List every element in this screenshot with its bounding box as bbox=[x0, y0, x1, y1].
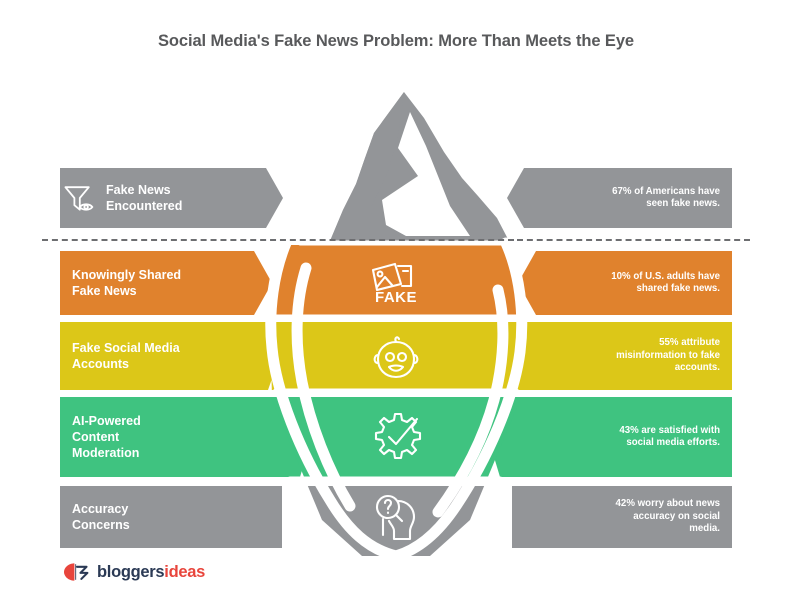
plate-left-row-4 bbox=[60, 486, 282, 548]
row-stat-text: 67% of Americans have seen fake news. bbox=[612, 185, 720, 209]
right-plates bbox=[488, 168, 732, 548]
iceberg-outline bbox=[265, 237, 528, 562]
iceberg-tip bbox=[330, 92, 509, 241]
row-label-knowingly-shared-fake-news: Knowingly Shared Fake News bbox=[60, 251, 260, 315]
row-label-text: Knowingly Shared Fake News bbox=[72, 268, 182, 298]
row-stat-text: 42% worry about news accuracy on social … bbox=[615, 498, 720, 535]
row-stat-knowingly-shared-fake-news: 10% of U.S. adults have shared fake news… bbox=[536, 251, 720, 315]
bot-head-icon bbox=[373, 336, 419, 379]
row-label-fake-news-encountered: Fake News Encountered bbox=[60, 168, 278, 228]
bloggersideas-wordmark: bloggersideas bbox=[97, 563, 205, 582]
iceberg-tip-left-face bbox=[330, 92, 404, 241]
funnel-eye-icon bbox=[64, 186, 94, 211]
band-row-2 bbox=[270, 322, 522, 390]
left-plates bbox=[60, 168, 312, 548]
row-stat-fake-social-media-accounts: 55% attribute misinformation to fake acc… bbox=[518, 322, 720, 390]
row-stat-fake-news-encountered: 67% of Americans have seen fake news. bbox=[524, 168, 720, 228]
gear-check-icon bbox=[374, 412, 422, 460]
row-label-ai-powered-content-moderation: AI-Powered Content Moderation bbox=[60, 397, 296, 477]
page-title: Social Media's Fake News Problem: More T… bbox=[158, 32, 634, 50]
row-label-accuracy-concerns: Accuracy Concerns bbox=[60, 486, 270, 548]
plate-left-row-0 bbox=[60, 168, 283, 228]
fake-news-photo-icon bbox=[371, 262, 413, 292]
row-label-text: Accuracy Concerns bbox=[72, 502, 130, 532]
plate-right-row-1 bbox=[518, 251, 732, 315]
plate-left-row-1 bbox=[60, 251, 272, 315]
row-label-text: Fake Social Media Accounts bbox=[72, 341, 180, 371]
bloggersideas-logo[interactable]: bloggersideas bbox=[64, 561, 205, 583]
row-label-text: Fake News Encountered bbox=[106, 183, 183, 213]
row-label-text: AI-Powered Content Moderation bbox=[72, 414, 141, 460]
row-stat-text: 55% attribute misinformation to fake acc… bbox=[616, 337, 720, 374]
plate-right-row-2 bbox=[506, 322, 732, 390]
fake-icon-caption: FAKE bbox=[375, 289, 417, 306]
band-row-1 bbox=[270, 245, 522, 317]
plate-right-row-0 bbox=[507, 168, 732, 228]
row-stat-text: 10% of U.S. adults have shared fake news… bbox=[611, 270, 720, 294]
head-question-icon bbox=[375, 494, 416, 541]
plate-left-row-2 bbox=[60, 322, 280, 390]
row-stat-ai-powered-content-moderation: 43% are satisfied with social media effo… bbox=[500, 397, 720, 477]
plate-right-row-3 bbox=[488, 397, 732, 477]
bloggersideas-logo-mark bbox=[64, 563, 89, 581]
row-stat-accuracy-concerns: 42% worry about news accuracy on social … bbox=[512, 486, 720, 548]
logo-word-primary: bloggers bbox=[97, 562, 165, 581]
water-line-left bbox=[42, 239, 514, 241]
water-line-right bbox=[517, 239, 750, 241]
plate-left-row-3 bbox=[60, 397, 312, 477]
plate-right-row-4 bbox=[512, 486, 732, 548]
row-stat-text: 43% are satisfied with social media effo… bbox=[619, 424, 720, 448]
row-label-fake-social-media-accounts: Fake Social Media Accounts bbox=[60, 322, 276, 390]
logo-word-secondary: ideas bbox=[164, 562, 205, 581]
iceberg-tip-highlight bbox=[382, 112, 470, 236]
